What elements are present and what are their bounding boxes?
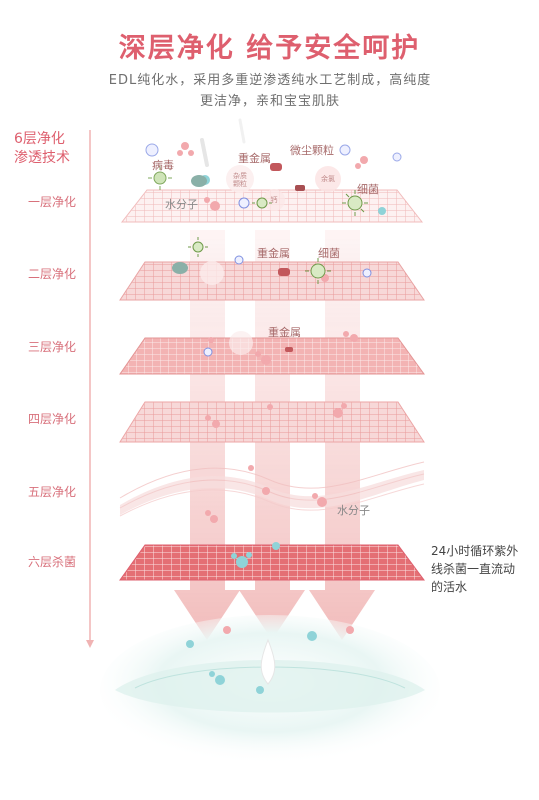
axis-arrow-icon bbox=[86, 640, 94, 648]
subtitle-line-1: EDL纯化水，采用多重逆渗透纯水工艺制成，高纯度 bbox=[108, 73, 432, 88]
annotation-heavy-metal-3: 重金属 bbox=[268, 326, 301, 339]
particles bbox=[145, 118, 402, 694]
bubble-icon bbox=[203, 347, 213, 357]
bubble-label-impurity: 杂质颗粒 bbox=[233, 172, 247, 188]
virus-icon bbox=[188, 237, 208, 257]
note-line-3: 的活水 bbox=[431, 580, 468, 594]
residue-bubble-icon bbox=[315, 166, 341, 192]
side-heading: 6层净化 渗透技术 bbox=[14, 130, 70, 168]
annotation-heavy-metal-2: 重金属 bbox=[257, 247, 290, 260]
bubble-icon bbox=[234, 255, 244, 265]
bacteria-icon bbox=[305, 258, 331, 284]
bubble-icon bbox=[392, 152, 402, 162]
calcium-bubble-icon bbox=[263, 189, 285, 211]
virus-icon bbox=[148, 166, 172, 190]
bubble-label-residue: 余氯 bbox=[321, 175, 335, 183]
annotation-heavy-metal-1: 重金属 bbox=[238, 152, 271, 165]
water-surface bbox=[115, 660, 425, 713]
filter-layer-2 bbox=[119, 261, 425, 301]
page-title: 深层净化 给予安全呵护 bbox=[118, 33, 421, 64]
bubble-icon bbox=[238, 197, 250, 209]
bubble-label-calcium: 钙 bbox=[270, 196, 278, 204]
layer-label-5: 五层净化 bbox=[28, 485, 77, 499]
filter-layer-6 bbox=[119, 544, 425, 581]
layer-label-4: 四层净化 bbox=[28, 412, 77, 426]
annotation-virus: 病毒 bbox=[152, 159, 174, 172]
bubble-icon bbox=[362, 268, 372, 278]
subtitle: EDL纯化水，采用多重逆渗透纯水工艺制成，高纯度 更洁净，亲和宝宝肌肤 bbox=[70, 70, 470, 112]
note-line-1: 24小时循环紫外 bbox=[431, 544, 519, 558]
annotation-bacteria-1: 细菌 bbox=[357, 183, 379, 196]
side-heading-line-2: 渗透技术 bbox=[14, 150, 70, 166]
filter-layer-3 bbox=[119, 337, 425, 375]
side-heading-line-1: 6层净化 bbox=[14, 131, 65, 147]
bubble-icon bbox=[145, 143, 159, 157]
layer-label-2: 二层净化 bbox=[28, 267, 77, 281]
annotation-water-molecule-2: 水分子 bbox=[337, 504, 370, 517]
layer-label-1: 一层净化 bbox=[28, 195, 77, 209]
layer-label-6: 六层杀菌 bbox=[28, 555, 77, 569]
bacteria-icon bbox=[342, 190, 368, 216]
heavy-metal-icon bbox=[270, 163, 305, 352]
virus-icon bbox=[252, 197, 272, 209]
filter-layer-4 bbox=[119, 401, 425, 443]
impurity-bubble-icon bbox=[229, 331, 253, 355]
filter-layer-5 bbox=[119, 461, 425, 517]
impurity-bubble-icon bbox=[200, 261, 224, 285]
note-line-2: 线杀菌一直流动 bbox=[431, 562, 516, 576]
uv-sterilization-note: 24小时循环紫外 线杀菌一直流动 的活水 bbox=[431, 542, 531, 596]
annotation-dust: 微尘颗粒 bbox=[290, 144, 334, 157]
sludge-icon bbox=[172, 175, 207, 274]
annotation-water-molecule-1: 水分子 bbox=[165, 198, 198, 211]
layer-label-3: 三层净化 bbox=[28, 340, 77, 354]
annotation-bacteria-2: 细菌 bbox=[318, 247, 340, 260]
bubble-icon bbox=[339, 144, 351, 156]
impurity-bubble-icon bbox=[226, 165, 254, 193]
water-drop-icon bbox=[260, 638, 276, 685]
subtitle-line-2: 更洁净，亲和宝宝肌肤 bbox=[199, 94, 340, 109]
